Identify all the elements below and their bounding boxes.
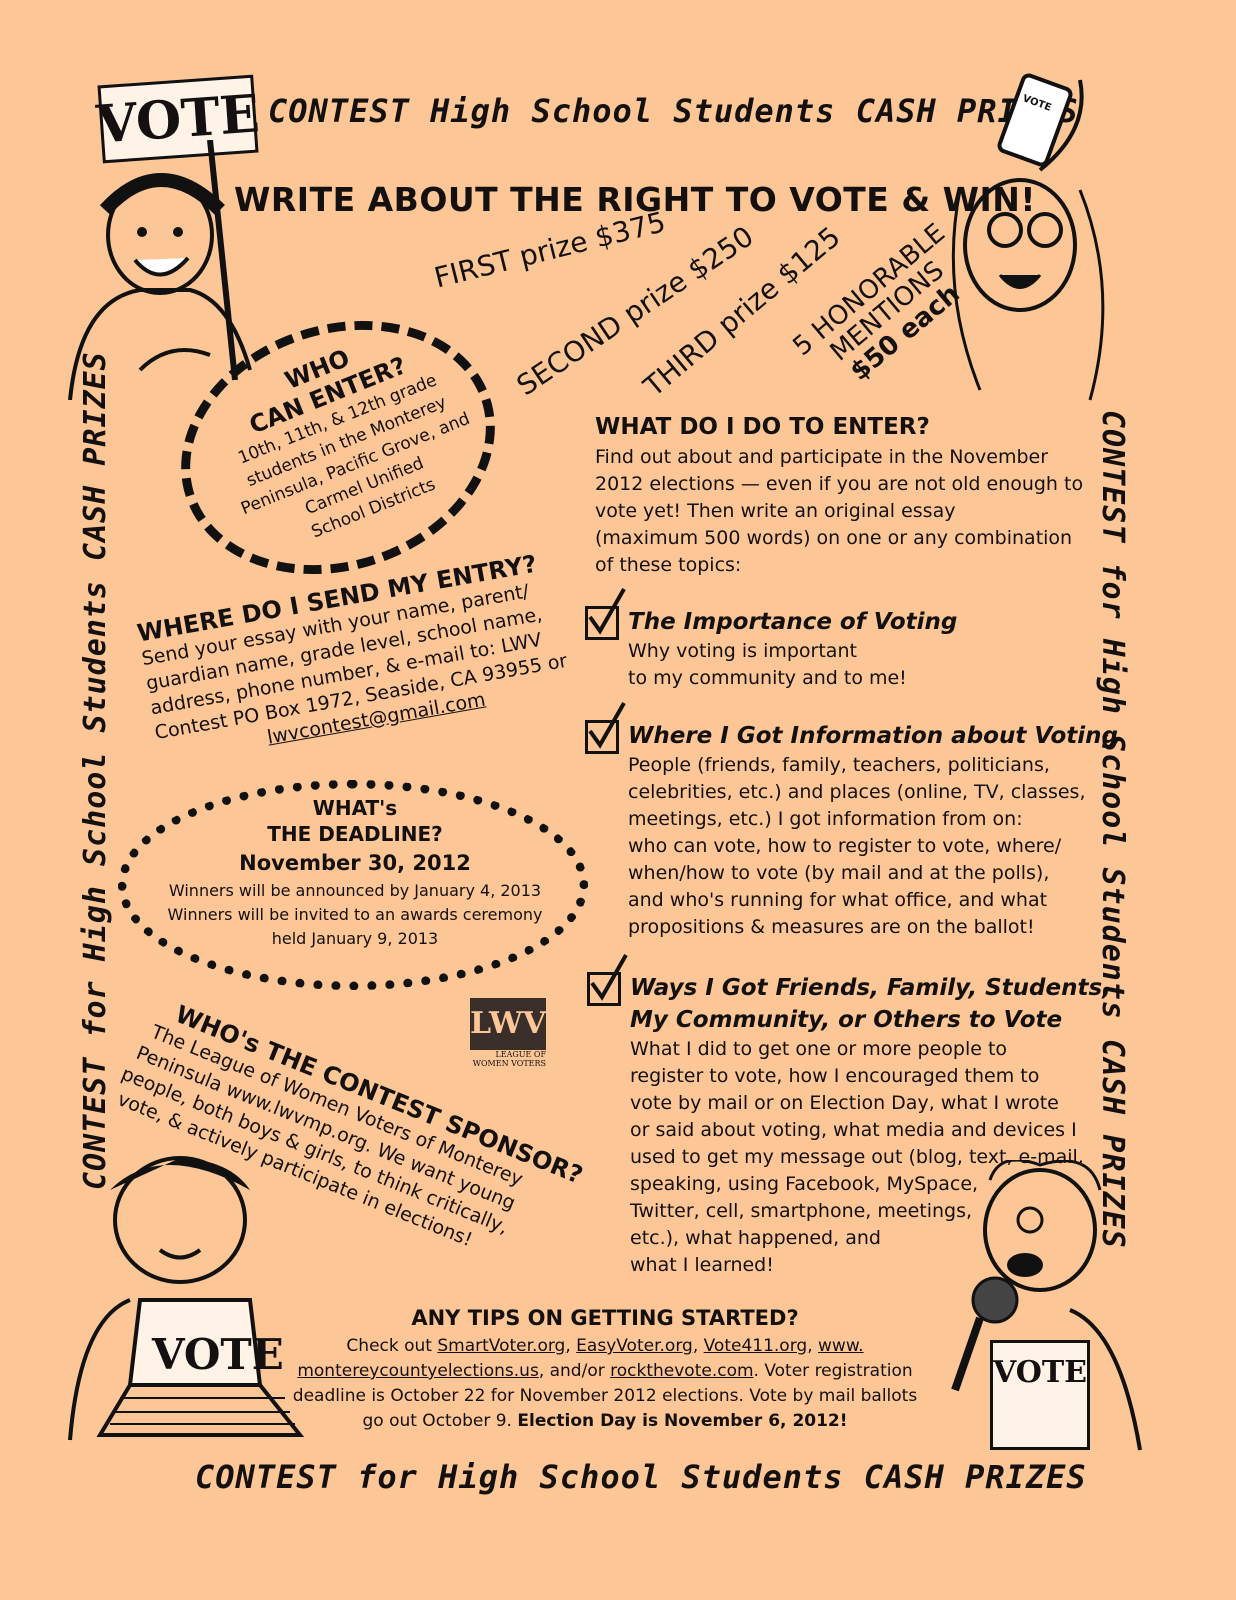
checkmark-icon xyxy=(588,702,626,749)
lwv-logo-sub-1: LEAGUE OF xyxy=(495,1050,546,1059)
checkmark-icon xyxy=(588,588,626,635)
topic-2: Where I Got Information about Voting Peo… xyxy=(628,720,1118,941)
county-elections-link-start[interactable]: www. xyxy=(818,1336,864,1356)
topic-2-line-2: celebrities, etc.) and places (online, T… xyxy=(628,781,1086,803)
deadline-oval xyxy=(118,780,588,990)
vote411-link[interactable]: Vote411.org xyxy=(703,1336,808,1356)
topic-3-heading-2: My Community, or Others to Vote xyxy=(630,1007,1063,1033)
lwv-logo: LWV LEAGUE OF WOMEN VOTERS xyxy=(470,998,546,1080)
girl-phone-illustration xyxy=(951,73,1105,401)
topic-3-line-9: what I learned! xyxy=(630,1254,774,1276)
deadline-line-1: Winners will be announced by January 4, … xyxy=(168,881,542,900)
easyvoter-link[interactable]: EasyVoter.org xyxy=(576,1336,693,1356)
tips-text: , xyxy=(807,1336,819,1356)
topic-3-line-1: What I did to get one or more people to xyxy=(630,1038,1008,1060)
topic-1-heading: The Importance of Voting xyxy=(628,609,958,635)
enter-line-3: vote yet! Then write an original essay xyxy=(595,500,956,522)
tips-text: , xyxy=(692,1336,704,1356)
topic-3-checkbox[interactable] xyxy=(587,954,628,1006)
deadline-title-1: WHAT's xyxy=(312,796,398,820)
tips-text: go out October 9. xyxy=(362,1411,518,1431)
topic-1-line-1: Why voting is important xyxy=(628,640,857,662)
checkmark-icon xyxy=(590,954,628,1001)
laptop-vote-label: VOTE xyxy=(152,1330,284,1379)
topic-3-line-3: vote by mail or on Election Day, what I … xyxy=(630,1092,1059,1114)
topic-1-line-2: to my community and to me! xyxy=(628,667,907,689)
deadline-section: WHAT's THE DEADLINE? November 30, 2012 W… xyxy=(130,795,580,951)
topic-3-line-6: speaking, using Facebook, MySpace, xyxy=(630,1173,979,1195)
county-elections-link[interactable]: montereycountyelections.us xyxy=(297,1361,539,1381)
enter-line-5: of these topics: xyxy=(595,554,742,576)
topic-1: The Importance of Voting Why voting is i… xyxy=(628,606,1108,692)
vote-sign-character: VOTE xyxy=(60,74,261,400)
topic-2-checkbox[interactable] xyxy=(585,702,626,754)
smartvoter-link[interactable]: SmartVoter.org xyxy=(437,1336,566,1356)
tips-section: ANY TIPS ON GETTING STARTED? Check out S… xyxy=(260,1302,950,1434)
topic-2-heading: Where I Got Information about Voting xyxy=(628,723,1118,749)
topic-2-line-3: meetings, etc.) I got information from o… xyxy=(628,808,1023,830)
enter-line-1: Find out about and participate in the No… xyxy=(595,446,1049,468)
tips-text: Check out xyxy=(346,1336,438,1356)
topic-2-line-1: People (friends, family, teachers, polit… xyxy=(628,754,1050,776)
deadline-line-3: held January 9, 2013 xyxy=(271,929,439,948)
deadline-title-2: THE DEADLINE? xyxy=(267,822,443,846)
headline: WRITE ABOUT THE RIGHT TO VOTE & WIN! xyxy=(234,180,1036,219)
topic-3: Ways I Got Friends, Family, Students, My… xyxy=(630,972,1111,1279)
topic-3-line-2: register to vote, how I encouraged them … xyxy=(630,1065,1040,1087)
enter-section: WHAT DO I DO TO ENTER? Find out about an… xyxy=(595,410,1115,579)
where-send-section: WHERE DO I SEND MY ENTRY? Send your essa… xyxy=(135,545,585,767)
topic-2-line-4: who can vote, how to register to vote, w… xyxy=(628,835,1062,857)
enter-line-2: 2012 elections — even if you are not old… xyxy=(595,473,1084,495)
topic-2-line-5: when/how to vote (by mail and at the pol… xyxy=(628,862,1050,884)
deadline-line-2: Winners will be invited to an awards cer… xyxy=(167,905,543,924)
microphone-character-illustration xyxy=(951,1160,1142,1451)
rockthevote-link[interactable]: rockthevote.com xyxy=(610,1361,754,1381)
tips-line-3: deadline is October 22 for November 2012… xyxy=(292,1386,918,1406)
tips-title: ANY TIPS ON GETTING STARTED? xyxy=(411,1306,799,1330)
top-banner: CONTEST High School Students CASH PRIZES xyxy=(268,92,1079,130)
lwv-logo-mark: LWV xyxy=(470,998,546,1050)
topic-2-line-7: propositions & measures are on the ballo… xyxy=(628,916,1035,938)
left-banner: CONTEST for High School Students CASH PR… xyxy=(78,351,113,1190)
boy-illustration xyxy=(68,140,252,400)
tips-text: , xyxy=(565,1336,577,1356)
topic-3-heading-1: Ways I Got Friends, Family, Students, xyxy=(630,975,1111,1001)
deadline-date: November 30, 2012 xyxy=(239,851,471,875)
paper-vote-sign: VOTE xyxy=(990,1340,1090,1450)
topic-3-line-4: or said about voting, what media and dev… xyxy=(630,1119,1077,1141)
enter-title: WHAT DO I DO TO ENTER? xyxy=(595,414,930,440)
topic-3-line-8: etc.), what happened, and xyxy=(630,1227,881,1249)
topic-3-line-5: used to get my message out (blog, text, … xyxy=(630,1146,1084,1168)
laptop-character-illustration xyxy=(68,1156,305,1441)
enter-line-4: (maximum 500 words) on one or any combin… xyxy=(595,527,1073,549)
tips-text: . Voter registration xyxy=(753,1361,913,1381)
tips-text: , and/or xyxy=(538,1361,611,1381)
election-day: Election Day is November 6, 2012! xyxy=(517,1411,848,1431)
topic-1-checkbox[interactable] xyxy=(585,588,626,640)
topic-3-line-7: Twitter, cell, smartphone, meetings, xyxy=(630,1200,973,1222)
topic-2-line-6: and who's running for what office, and w… xyxy=(628,889,1048,911)
lwv-logo-sub-2: WOMEN VOTERS xyxy=(472,1059,546,1068)
bottom-banner: CONTEST for High School Students CASH PR… xyxy=(195,1458,1087,1496)
